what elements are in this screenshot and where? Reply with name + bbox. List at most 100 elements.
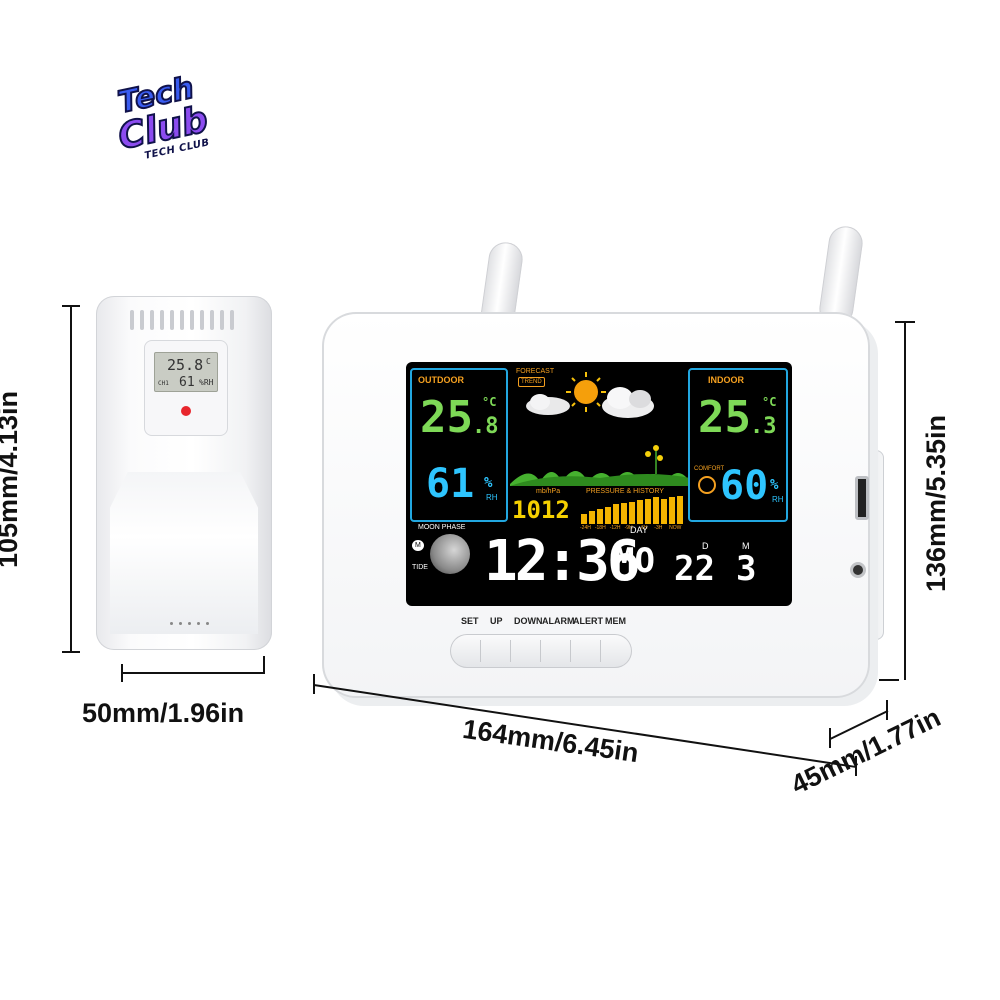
sensor-height-label: 105mm/4.13in (0, 390, 24, 569)
station-depth-cap-left (829, 728, 831, 748)
button-label-mem[interactable]: MEM (605, 616, 626, 626)
button-strip[interactable] (450, 634, 632, 668)
button-divider (480, 640, 481, 662)
button-divider (570, 640, 571, 662)
trend-label: TREND (518, 377, 545, 387)
station-height-line (904, 322, 906, 680)
sensor-vent (160, 310, 164, 330)
button-label-alert[interactable]: ALERT (573, 616, 603, 626)
station-width-cap-right (855, 756, 857, 776)
sensor-led-indicator (181, 406, 191, 416)
pressure-history-bar (581, 514, 587, 524)
button-label-up[interactable]: UP (490, 616, 503, 626)
comfort-label: COMFORT (694, 466, 725, 472)
sensor-vent (180, 310, 184, 330)
sensor-lcd: 25.8 C CH1 61 %RH (154, 352, 218, 392)
sensor-dot (188, 622, 191, 625)
pressure-history-hour: -18H (594, 525, 606, 531)
station-depth-cap-right (886, 700, 888, 720)
outdoor-panel: OUTDOOR 25 .8 °C 61 % RH (410, 368, 508, 522)
sensor-vent (140, 310, 144, 330)
button-label-down[interactable]: DOWN (514, 616, 543, 626)
sensor-vent (170, 310, 174, 330)
forecast-weather-icon (510, 372, 690, 486)
sensor-width-cap-left (121, 664, 123, 682)
weekday-label: DAY (630, 525, 648, 535)
moon-icon (430, 534, 470, 574)
pressure-history-hour: -12H (609, 525, 621, 531)
station-width-label: 164mm/6.45in (460, 713, 641, 769)
outdoor-temperature-decimal: .8 (472, 414, 499, 439)
station-width-cap-left (313, 674, 315, 694)
station-depth-label: 45mm/1.77in (786, 702, 946, 801)
button-label-alarm[interactable]: ALARM (542, 616, 575, 626)
sensor-height-line (70, 306, 72, 652)
pressure-history-bar (629, 502, 635, 524)
sensor-channel: CH1 (158, 380, 169, 387)
pressure-history-bar (605, 507, 611, 524)
indoor-temperature: 25 (698, 392, 751, 443)
sensor-vent (220, 310, 224, 330)
pressure-history-hour: -3H (654, 525, 663, 531)
sensor-width-line (122, 672, 264, 674)
indoor-temperature-decimal: .3 (750, 414, 777, 439)
sensor-lower-cover (110, 472, 258, 634)
outdoor-humidity: 61 (426, 461, 475, 507)
comfort-smiley-icon (698, 476, 716, 494)
sensor-vent (190, 310, 194, 330)
indoor-humidity: 60 (720, 463, 769, 509)
sensor-vent (150, 310, 154, 330)
moon-mode-icon: M (412, 540, 424, 551)
power-jack (850, 562, 866, 578)
pressure-history-bar (637, 500, 643, 524)
sensor-vent (130, 310, 134, 330)
pressure-history-bar (589, 511, 595, 524)
pressure-history-bar (597, 509, 603, 524)
brand-logo: Tech Club TECH CLUB (88, 69, 238, 170)
sensor-humidity-unit: %RH (199, 378, 214, 387)
pressure-history-hour: -24H (580, 525, 591, 531)
pressure-unit: mb/hPa (536, 488, 561, 495)
sensor-dot (170, 622, 173, 625)
pressure-value: 1012 (512, 496, 570, 524)
weather-station: OUTDOOR 25 .8 °C 61 % RH FORECAST TREND (322, 312, 870, 698)
pressure-history-chart (580, 496, 684, 524)
sensor-vent (230, 310, 234, 330)
usb-port (855, 476, 869, 520)
pressure-history-bar (621, 503, 627, 524)
sensor-dot (197, 622, 200, 625)
button-divider (540, 640, 541, 662)
pressure-history-bar (613, 504, 619, 524)
clock-time: 12:36 (484, 529, 641, 594)
month: 3 (736, 549, 757, 589)
outdoor-rh-label: RH (486, 493, 498, 502)
pressure-history-bar (645, 499, 651, 524)
button-label-set[interactable]: SET (461, 616, 479, 626)
pressure-history-hour: -9H (624, 525, 633, 531)
day-letter: D (702, 541, 709, 551)
tide-label: TIDE (412, 564, 428, 571)
indoor-temperature-unit: °C (762, 395, 777, 409)
button-divider (600, 640, 601, 662)
station-height-cap-top (895, 321, 915, 323)
moon-phase-label: MOON PHASE (418, 524, 466, 531)
outdoor-humidity-unit: % (484, 475, 493, 491)
indoor-panel: INDOOR 25 .3 °C COMFORT 60 % RH (688, 368, 788, 522)
station-height-label: 136mm/5.35in (921, 414, 952, 593)
sensor-temperature: 25.8 (167, 356, 204, 374)
month-letter: M (742, 541, 750, 551)
station-height-cap-bottom (879, 679, 899, 681)
sensor-dot (179, 622, 182, 625)
outdoor-temperature: 25 (420, 392, 473, 443)
weekday: MO (614, 541, 655, 581)
pressure-history-bar (669, 497, 675, 524)
outdoor-label: OUTDOOR (418, 375, 464, 385)
forecast-label: FORECAST (516, 368, 555, 375)
day-of-month: 22 (674, 549, 715, 589)
outdoor-temperature-unit: °C (482, 395, 497, 409)
sensor-width-cap-right (263, 656, 265, 674)
sensor-dot (206, 622, 209, 625)
sensor-vent (210, 310, 214, 330)
button-divider (510, 640, 511, 662)
